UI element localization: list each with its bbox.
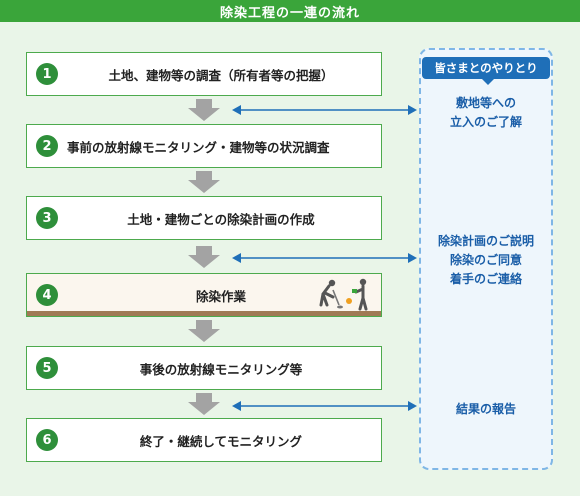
step-5: 5 事後の放射線モニタリング等	[26, 346, 382, 390]
diagram-title-text: 除染工程の一連の流れ	[219, 5, 360, 21]
communication-line: 除染のご同意	[449, 253, 522, 267]
step-number: 1	[36, 63, 58, 85]
step-4: 4 除染作業	[26, 273, 382, 317]
step-1: 1 土地、建物等の調査（所有者等の把握）	[26, 52, 382, 96]
step-number: 2	[36, 135, 58, 157]
step-label: 終了・継続してモニタリング	[139, 433, 303, 449]
communication-heading-pointer	[482, 79, 494, 85]
communication-line: 結果の報告	[455, 402, 516, 416]
step-number: 6	[36, 429, 58, 451]
communication-group-2: 除染計画のご説明 除染のご同意 着手のご連絡	[419, 232, 553, 289]
diagram-title: 除染工程の一連の流れ	[0, 0, 580, 22]
step-label: 事後の放射線モニタリング等	[139, 361, 303, 377]
down-arrow	[188, 393, 220, 415]
down-arrow	[188, 246, 220, 268]
communication-heading: 皆さまとのやりとり	[422, 57, 550, 79]
communication-line: 除染計画のご説明	[437, 234, 534, 248]
communication-line: 着手のご連絡	[449, 272, 522, 286]
step-3: 3 土地・建物ごとの除染計画の作成	[26, 196, 382, 240]
down-arrow	[188, 99, 220, 121]
step-label: 土地・建物ごとの除染計画の作成	[127, 211, 315, 227]
down-arrow	[188, 171, 220, 193]
step-label: 除染作業	[195, 288, 246, 304]
communication-line: 立入のご了解	[449, 115, 522, 129]
step-number: 4	[36, 284, 58, 306]
communication-line: 敷地等への	[455, 96, 516, 110]
double-arrow-icon	[232, 105, 417, 115]
step-6: 6 終了・継続してモニタリング	[26, 418, 382, 462]
step-label: 事前の放射線モニタリング・建物等の状況調査	[67, 139, 330, 155]
double-arrow-icon	[232, 253, 417, 263]
step-number: 5	[36, 357, 58, 379]
communication-group-1: 敷地等への 立入のご了解	[419, 94, 553, 132]
step-number: 3	[36, 207, 58, 229]
communication-heading-text: 皆さまとのやりとり	[434, 61, 538, 75]
ground-line	[27, 311, 381, 316]
communication-box	[419, 48, 553, 470]
step-label: 土地、建物等の調査（所有者等の把握）	[108, 67, 334, 83]
workers-digging-icon	[319, 278, 368, 311]
down-arrow	[188, 320, 220, 342]
communication-group-3: 結果の報告	[419, 400, 553, 419]
double-arrow-icon	[232, 401, 417, 411]
step-2: 2 事前の放射線モニタリング・建物等の状況調査	[26, 124, 382, 168]
